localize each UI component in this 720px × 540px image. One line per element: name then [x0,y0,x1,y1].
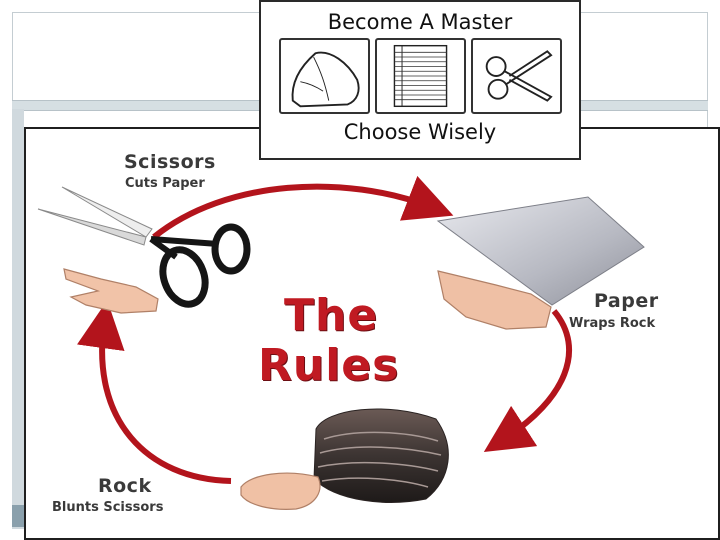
scissors-rule-text: Cuts Paper [125,176,205,191]
hand-scissors-icon [63,268,159,314]
rock-tile [279,38,370,114]
hand-paper-icon [437,270,552,330]
scissors-tile [471,38,562,114]
paper-icon [393,44,448,108]
arrow-rock-to-scissors [76,300,232,484]
rules-panel: Scissors Cuts Paper Paper Wraps Rock Roc… [24,127,720,540]
paper-sheet-icon [436,196,645,306]
rock-icon [313,408,449,503]
rock-icon [291,51,360,108]
paper-rule-text: Wraps Rock [569,316,656,331]
arrow-paper-to-rock [483,309,572,453]
hand-rock-icon [240,472,321,510]
slide-left-band [12,109,24,529]
rock-label: Rock [98,475,152,497]
scissors-label: Scissors [124,151,216,173]
master-card-subtitle: Choose Wisely [343,120,497,144]
master-card-title: Become A Master [327,10,513,34]
rules-title-line1: The [284,290,379,341]
scissors-icon [485,50,553,102]
rock-rule-text: Blunts Scissors [52,500,164,515]
become-a-master-card: Become A Master C [259,0,581,160]
rules-cycle-graphic [37,175,645,510]
paper-label: Paper [594,290,659,312]
paper-tile [375,38,466,114]
scissors-icon [37,186,251,308]
arrow-scissors-to-paper [152,175,454,240]
rules-title-line2: Rules [258,340,400,391]
